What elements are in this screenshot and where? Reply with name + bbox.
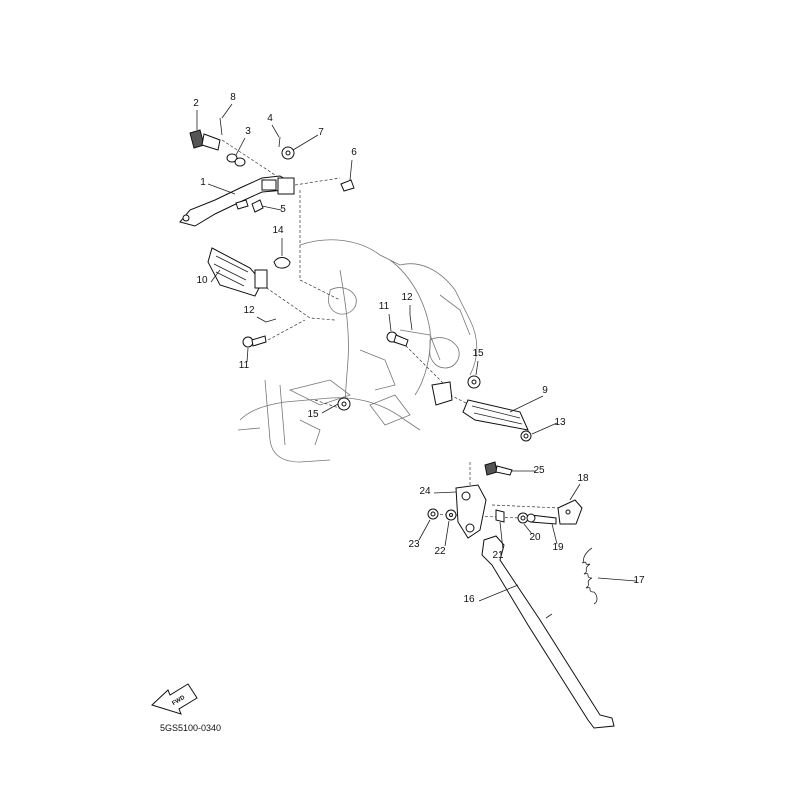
callout-c2: 2 — [193, 98, 199, 109]
callout-c19: 19 — [552, 542, 564, 553]
frame-outline — [237, 239, 478, 463]
part-washer-7 — [281, 146, 295, 160]
part-pin-12-upper — [409, 314, 413, 331]
leader-lines — [196, 103, 637, 602]
callout-c23: 23 — [408, 539, 420, 550]
callout-c22: 22 — [434, 546, 446, 557]
callout-c15b: 15 — [307, 409, 319, 420]
callout-c20: 20 — [529, 532, 541, 543]
part-nut-13 — [520, 430, 532, 442]
callout-c10: 10 — [196, 275, 208, 286]
part-shift-pedal — [179, 175, 295, 227]
callout-c3: 3 — [245, 126, 251, 137]
callout-c7: 7 — [318, 127, 324, 138]
callout-c21: 21 — [492, 550, 504, 561]
part-bolt-25 — [484, 461, 513, 476]
part-bolt-19 — [526, 513, 557, 525]
part-pin-4 — [278, 136, 281, 148]
part-pin-12-lower — [265, 318, 277, 323]
callout-c5: 5 — [280, 204, 286, 215]
part-side-stand-16 — [481, 535, 615, 729]
part-pin-5 — [235, 199, 264, 213]
callout-c6: 6 — [351, 147, 357, 158]
callout-c12a: 12 — [401, 292, 413, 303]
part-collar-15-left — [337, 397, 351, 411]
callout-c11a: 11 — [379, 301, 390, 312]
callout-c9: 9 — [542, 385, 548, 396]
part-collar-21 — [495, 509, 505, 523]
callout-c25: 25 — [533, 465, 545, 476]
part-collar-15-right — [467, 375, 481, 389]
callout-c11b: 11 — [239, 360, 250, 371]
callout-c14: 14 — [272, 225, 284, 236]
part-spring-17 — [581, 547, 598, 605]
part-spring-plate-18 — [557, 499, 583, 525]
callout-c4: 4 — [267, 113, 273, 124]
callout-c13: 13 — [554, 417, 566, 428]
callout-c17: 17 — [633, 575, 645, 586]
part-clip-6 — [340, 179, 355, 192]
part-bolt-11-upper — [386, 331, 409, 347]
part-spring-14 — [273, 257, 291, 269]
part-shift-bolt — [189, 129, 221, 151]
callout-c16: 16 — [463, 594, 475, 605]
callout-c12b: 12 — [243, 305, 255, 316]
part-pin-8 — [219, 117, 223, 136]
part-footrest-left — [207, 247, 268, 297]
callout-c18: 18 — [577, 473, 589, 484]
callout-c15a: 15 — [472, 348, 484, 359]
part-washer-22 — [445, 509, 457, 521]
part-washers-3 — [226, 153, 246, 167]
part-footrest-right — [431, 381, 529, 431]
part-bolt-11-lower — [242, 335, 267, 348]
part-stand-bracket-24 — [455, 484, 487, 539]
callout-c1: 1 — [200, 177, 206, 188]
drawing-code: 5GS5100-0340 — [160, 723, 221, 733]
callout-c8: 8 — [230, 92, 236, 103]
fwd-arrow-icon: FWD — [151, 683, 198, 715]
callout-c24: 24 — [419, 486, 431, 497]
part-nut-23 — [427, 508, 439, 520]
